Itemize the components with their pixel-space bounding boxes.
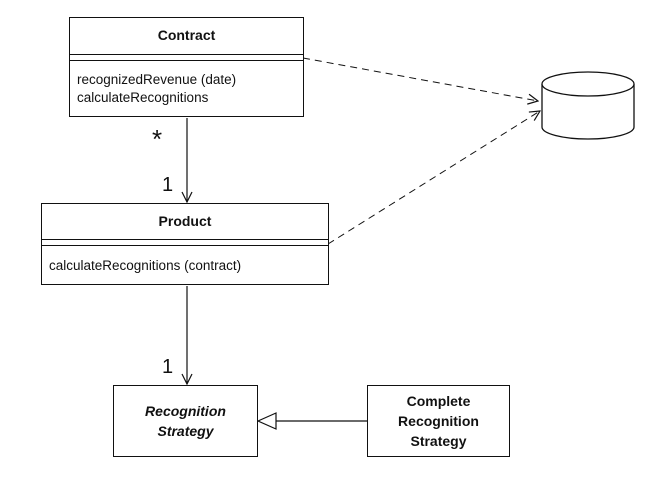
contract-multiplicity: * — [152, 124, 163, 154]
recognition-strategy-class: Recognition Strategy — [113, 385, 258, 457]
complete-recognition-strategy-class: Complete Recognition Strategy — [367, 385, 510, 457]
product-class: Product calculateRecognitions (contract) — [41, 203, 329, 285]
contract-method: recognizedRevenue (date) — [77, 72, 237, 87]
recognition-strategy-name-line: Recognition — [145, 403, 226, 419]
complete-strategy-name-line: Complete — [406, 393, 471, 409]
strategy-multiplicity: 1 — [162, 356, 174, 378]
complete-strategy-name-line: Recognition — [398, 413, 479, 429]
generalization-arrowhead — [256, 412, 277, 430]
recognition-strategy-name-line: Strategy — [157, 423, 214, 439]
product-method: calculateRecognitions (contract) — [49, 258, 242, 273]
product-methods: calculateRecognitions (contract) — [49, 257, 241, 275]
product-db-dependency — [327, 111, 540, 245]
contract-db-dependency — [302, 57, 538, 101]
product-class-name: Product — [158, 213, 212, 229]
contract-method: calculateRecognitions — [77, 90, 209, 105]
product-multiplicity: 1 — [162, 174, 174, 196]
contract-methods: recognizedRevenue (date) calculateRecogn… — [77, 71, 236, 107]
contract-class: Contract recognizedRevenue (date) calcul… — [69, 17, 304, 117]
database-icon — [541, 71, 635, 140]
complete-strategy-name-line: Strategy — [410, 433, 467, 449]
contract-class-name: Contract — [157, 27, 216, 43]
